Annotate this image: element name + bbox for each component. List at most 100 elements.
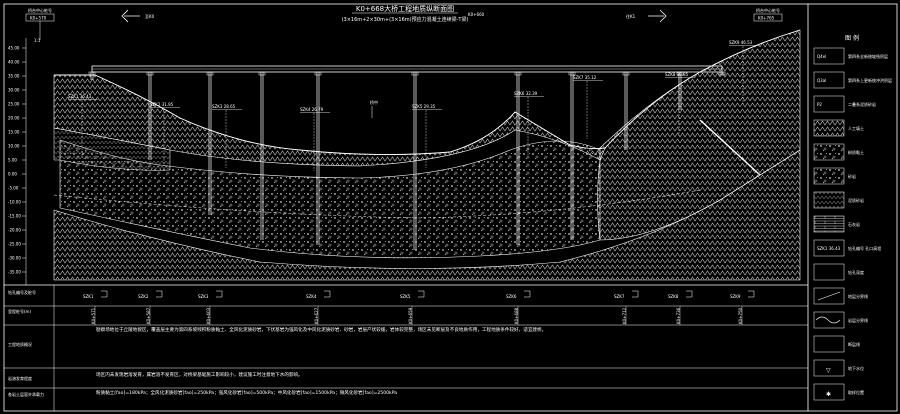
karst-description: 场区内未发现岩溶发育，属岩溶不发育区，对桥梁基础施工影响较小，建议施工时注意地下… <box>96 373 303 378</box>
legend-item: 石灰岩 <box>813 215 860 233</box>
svg-text:1:1: 1:1 <box>34 38 41 43</box>
drawing-subtitle: (3×16m+2×30m+(3×16m)预应力混凝土连续梁-T梁) <box>342 16 469 23</box>
left-end-station: 桥台中心桩号 K0+570 <box>25 7 55 40</box>
legend-item: 泥质砂岩 <box>813 191 864 209</box>
legend-label: 粉质黏土 <box>848 149 864 155</box>
elev-tick-label: 5.00 <box>8 158 17 163</box>
elev-tick-label: 35.00 <box>8 74 20 79</box>
borehole-marker: SZK2 31.95 <box>150 102 180 166</box>
borehole-id: SZK8 39.85 <box>665 72 689 77</box>
legend-item: SZK1 36.43 钻孔编号 孔口高程 <box>813 239 881 257</box>
legend-swatch <box>813 215 845 233</box>
legend-swatch <box>813 383 845 401</box>
legend-label: 人工填土 <box>848 125 864 131</box>
row-label-borehole: 钻孔编号及桩号 <box>8 289 36 295</box>
station-mileage: K0+603 <box>206 307 211 324</box>
svg-text:K0+765: K0+765 <box>758 16 775 21</box>
row-label-description: 工程地质概况 <box>8 341 32 347</box>
legend-swatch <box>813 47 845 65</box>
ground-line <box>54 29 801 156</box>
legend-symbol: Q4el <box>817 54 826 59</box>
station-borehole: SZK4 <box>306 294 317 299</box>
legend-label: 取样位置 <box>848 389 864 395</box>
borehole-marker: SZK4 26.79 <box>300 107 330 171</box>
legend-title: 图 例 <box>845 34 859 42</box>
borehole-marker: SZK6 32.39 <box>514 91 544 155</box>
elev-tick-label: 10.00 <box>8 144 20 149</box>
station-mileage: K0+627 <box>314 307 319 324</box>
legend-label: 钻孔编号 孔口高程 <box>848 245 881 251</box>
borehole-id: SZK3 28.65 <box>212 104 236 109</box>
bearing-capacity: 粉质黏土[fao]=180kPa；全风化泥质砂岩[fao]=250kPa；强风化… <box>96 391 398 396</box>
bridge-pier <box>568 71 576 240</box>
borehole-id: SZK5 29.35 <box>412 104 436 109</box>
row-label-mileage: 里程桩号(m) <box>8 308 31 314</box>
legend-item: 断层线 <box>813 335 860 353</box>
station-mileage: K0+736 <box>676 307 681 324</box>
station-borehole: SZK2 <box>138 294 149 299</box>
station-borehole: SZK6 <box>506 294 517 299</box>
elev-tick-label: 45.00 <box>8 46 20 51</box>
legend-symbol: P2 <box>817 102 822 107</box>
fault-line <box>699 119 761 176</box>
legend-label: 石灰岩 <box>848 221 860 227</box>
elev-tick-label: -25.00 <box>8 242 21 247</box>
borehole-marker: SZK1 36.43 <box>68 94 98 158</box>
row-label-bearing: 各岩土层容许承载力 <box>8 391 44 397</box>
elev-tick-label: 20.00 <box>8 116 20 121</box>
legend-item: 人工填土 <box>813 119 864 137</box>
bridge-pier <box>514 71 522 245</box>
borehole-marker: SZK9 46.53 <box>729 40 759 104</box>
geology-description: 勘察场地位于丘陵地貌区，覆盖层主要为第四系坡残积粉质黏土、全风化泥质砂岩，下伏基… <box>96 328 547 333</box>
geologic-profile <box>53 29 801 281</box>
legend-item: ▽地下水位 <box>813 359 864 377</box>
bridge-pier <box>258 71 266 240</box>
legend-label: 砂岩 <box>848 173 856 179</box>
legend-label: 岩层分界线 <box>848 317 868 323</box>
borehole-id: SZK9 46.53 <box>729 40 753 45</box>
borehole-id: SZK7 35.12 <box>573 75 597 80</box>
legend-swatch <box>813 71 845 89</box>
layer-fill <box>53 127 171 171</box>
legend-label: 泥质砂岩 <box>848 197 864 203</box>
sample-icon: ✱ <box>826 391 831 398</box>
svg-text:桥台中心桩号: 桥台中心桩号 <box>756 7 780 13</box>
svg-text:桥台中心桩号: 桥台中心桩号 <box>28 7 52 13</box>
borehole-id: SZK2 31.95 <box>150 102 174 107</box>
elev-tick-label: 40.00 <box>8 60 20 65</box>
right-end-station: 桥台中心桩号 K0+765 <box>753 7 783 22</box>
elev-tick-label: -5.00 <box>8 186 19 191</box>
elev-tick-label: -10.00 <box>8 200 21 205</box>
legend-label: 二叠系泥质砂岩 <box>848 101 876 107</box>
outer-frame <box>3 3 898 412</box>
station-mileage: K0+659 <box>408 307 413 324</box>
svg-text:往K1: 往K1 <box>626 13 636 19</box>
borehole-id: SZK1 36.43 <box>68 94 92 99</box>
bridge-pier <box>206 71 214 215</box>
station-borehole: SZK9 <box>730 294 741 299</box>
legend-label: 第四系上更新统冲洪积层 <box>848 77 892 83</box>
elev-tick-label: -35.00 <box>8 270 21 275</box>
legend-symbol: SZK1 36.43 <box>817 246 841 251</box>
svg-text:至K0: 至K0 <box>145 14 155 19</box>
elev-tick-label: 30.00 <box>8 88 20 93</box>
borehole-marker: SZK7 35.12 <box>573 75 603 139</box>
layer-bedrock <box>53 149 801 281</box>
station-borehole: SZK5 <box>400 294 411 299</box>
legend-swatch <box>813 239 845 257</box>
legend-swatch <box>813 167 845 185</box>
legend-swatch <box>813 287 845 305</box>
legend-item: P2 二叠系泥质砂岩 <box>813 95 876 113</box>
station-mileage: K0+712 <box>622 307 627 324</box>
legend-swatch <box>813 359 845 377</box>
elevation-axis: 1:1 45.0040.0035.0030.0025.0020.0015.001… <box>8 38 41 285</box>
